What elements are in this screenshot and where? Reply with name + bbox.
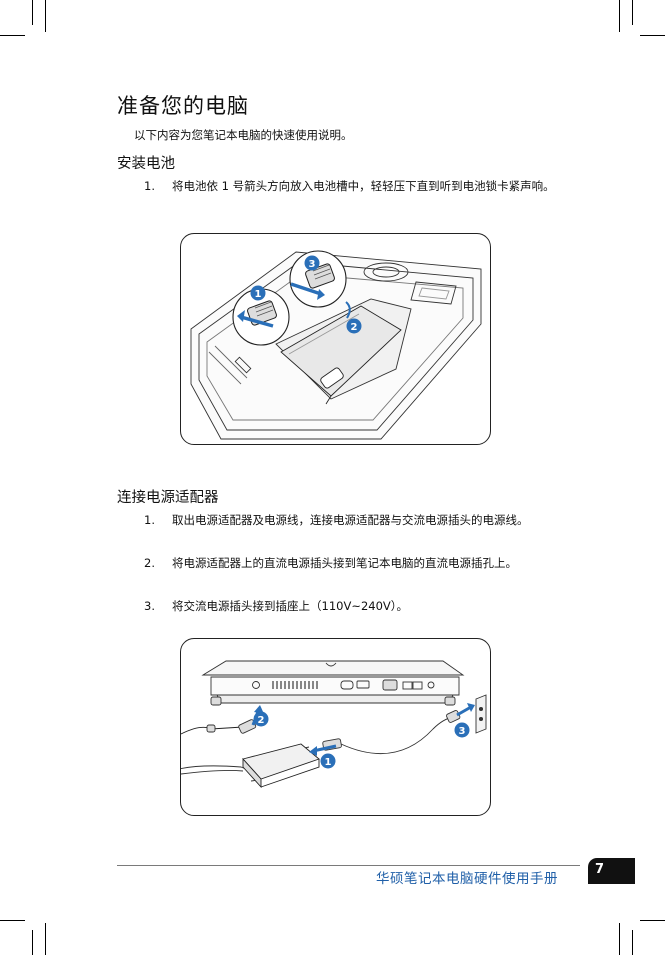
crop-mark xyxy=(45,923,46,955)
step-number: 1. xyxy=(144,513,155,527)
intro-text: 以下内容为您笔记本电脑的快速使用说明。 xyxy=(134,128,353,142)
crop-mark xyxy=(619,0,620,32)
crop-mark xyxy=(0,920,25,921)
step-number: 3. xyxy=(144,599,155,613)
battery-install-figure: 1 2 3 xyxy=(180,233,491,445)
page-title: 准备您的电脑 xyxy=(117,94,249,118)
adapter-callout-1: 1 xyxy=(325,757,332,768)
battery-illustration: 1 2 3 xyxy=(190,250,482,440)
adapter-step-3: 3. 将交流电源插头接到插座上（110V~240V）。 xyxy=(144,597,564,617)
adapter-step-2: 2. 将电源适配器上的直流电源插头接到笔记本电脑的直流电源插孔上。 xyxy=(144,554,564,594)
crop-mark xyxy=(640,920,665,921)
crop-mark xyxy=(640,35,665,36)
adapter-callout-3: 3 xyxy=(459,726,466,737)
adapter-step-1: 1. 取出电源适配器及电源线，连接电源适配器与交流电源插头的电源线。 xyxy=(144,511,564,551)
crop-mark xyxy=(632,0,633,25)
adapter-illustration: 1 2 3 xyxy=(181,660,487,789)
crop-mark xyxy=(0,35,25,36)
step-text: 取出电源适配器及电源线，连接电源适配器与交流电源插头的电源线。 xyxy=(172,513,529,527)
battery-callout-1: 1 xyxy=(255,289,262,300)
adapter-callout-2: 2 xyxy=(258,715,265,726)
footer-manual-title: 华硕笔记本电脑硬件使用手册 xyxy=(376,871,558,887)
crop-mark xyxy=(32,0,33,25)
step-text: 将交流电源插头接到插座上（110V~240V）。 xyxy=(172,599,409,613)
step-text: 将电池依 1 号箭头方向放入电池槽中，轻轻压下直到听到电池锁卡紧声响。 xyxy=(172,179,555,193)
battery-step-1: 1. 将电池依 1 号箭头方向放入电池槽中，轻轻压下直到听到电池锁卡紧声响。 xyxy=(144,177,564,217)
adapter-heading: 连接电源适配器 xyxy=(117,490,219,506)
step-text: 将电源适配器上的直流电源插头接到笔记本电脑的直流电源插孔上。 xyxy=(172,556,517,570)
crop-mark xyxy=(45,0,46,32)
page-number: 7 xyxy=(595,862,605,877)
battery-callout-2: 2 xyxy=(351,322,358,333)
crop-mark xyxy=(632,930,633,955)
page-number-tab xyxy=(588,858,635,884)
footer-divider xyxy=(117,865,580,866)
battery-heading: 安装电池 xyxy=(117,156,175,172)
adapter-connect-figure: 1 2 3 xyxy=(180,638,491,816)
battery-callout-3: 3 xyxy=(309,259,316,270)
step-number: 1. xyxy=(144,179,155,193)
step-number: 2. xyxy=(144,556,155,570)
crop-mark xyxy=(619,923,620,955)
crop-mark xyxy=(32,930,33,955)
